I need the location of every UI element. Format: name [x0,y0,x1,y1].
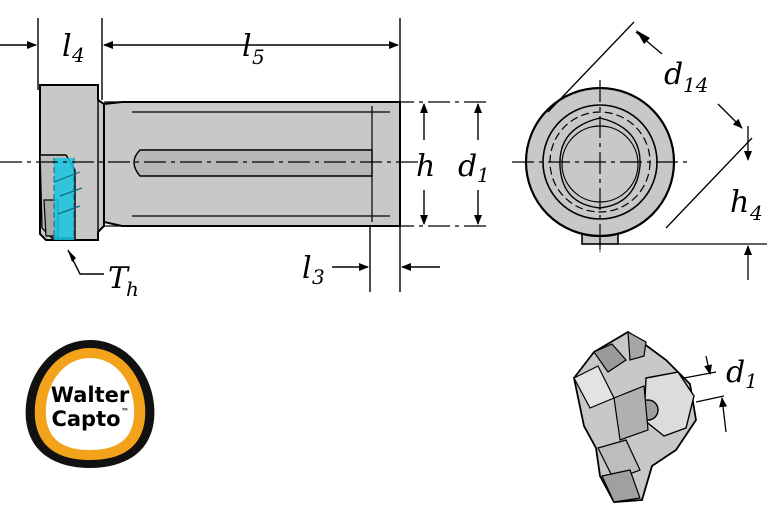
svg-text:d: d [458,149,477,184]
svg-text:h: h [416,149,435,184]
svg-text:4: 4 [71,43,85,67]
label-h4: h 4 [730,185,763,225]
label-l5: l 5 [242,29,265,69]
svg-text:l: l [62,29,72,64]
logo-trademark: ™ [121,407,129,416]
svg-text:14: 14 [683,73,708,97]
dimension-th-leader [67,249,104,275]
svg-text:d: d [664,57,683,92]
svg-text:5: 5 [252,45,265,69]
label-th: T h [108,261,139,301]
dimension-h4 [618,126,767,280]
svg-text:1: 1 [477,163,490,187]
label-l4: l 4 [62,29,85,67]
svg-text:4: 4 [749,201,763,225]
walter-capto-logo: Walter Capto ™ [25,340,155,468]
dimension-h-d1 [420,103,482,225]
svg-text:l: l [302,251,312,286]
dimension-d14 [547,21,753,229]
label-h: h [416,149,435,184]
svg-text:h: h [730,185,749,220]
svg-text:l: l [242,29,252,64]
svg-text:h: h [126,277,139,301]
logo-line-2: Capto [51,407,120,431]
svg-text:d: d [726,355,745,390]
label-d1-iso: d 1 [726,355,758,393]
label-d14: d 14 [664,57,708,97]
svg-text:T: T [108,261,130,296]
iso-view [573,330,728,503]
svg-text:3: 3 [312,265,325,289]
dimension-l4-l5 [0,18,401,292]
front-view [512,80,690,252]
logo-line-1: Walter [51,383,130,407]
side-view [0,84,490,241]
coolant-channel [53,158,83,240]
svg-text:1: 1 [745,369,758,393]
label-l3: l 3 [302,251,325,289]
dimension-l3 [332,226,440,292]
label-d1: d 1 [458,149,490,187]
